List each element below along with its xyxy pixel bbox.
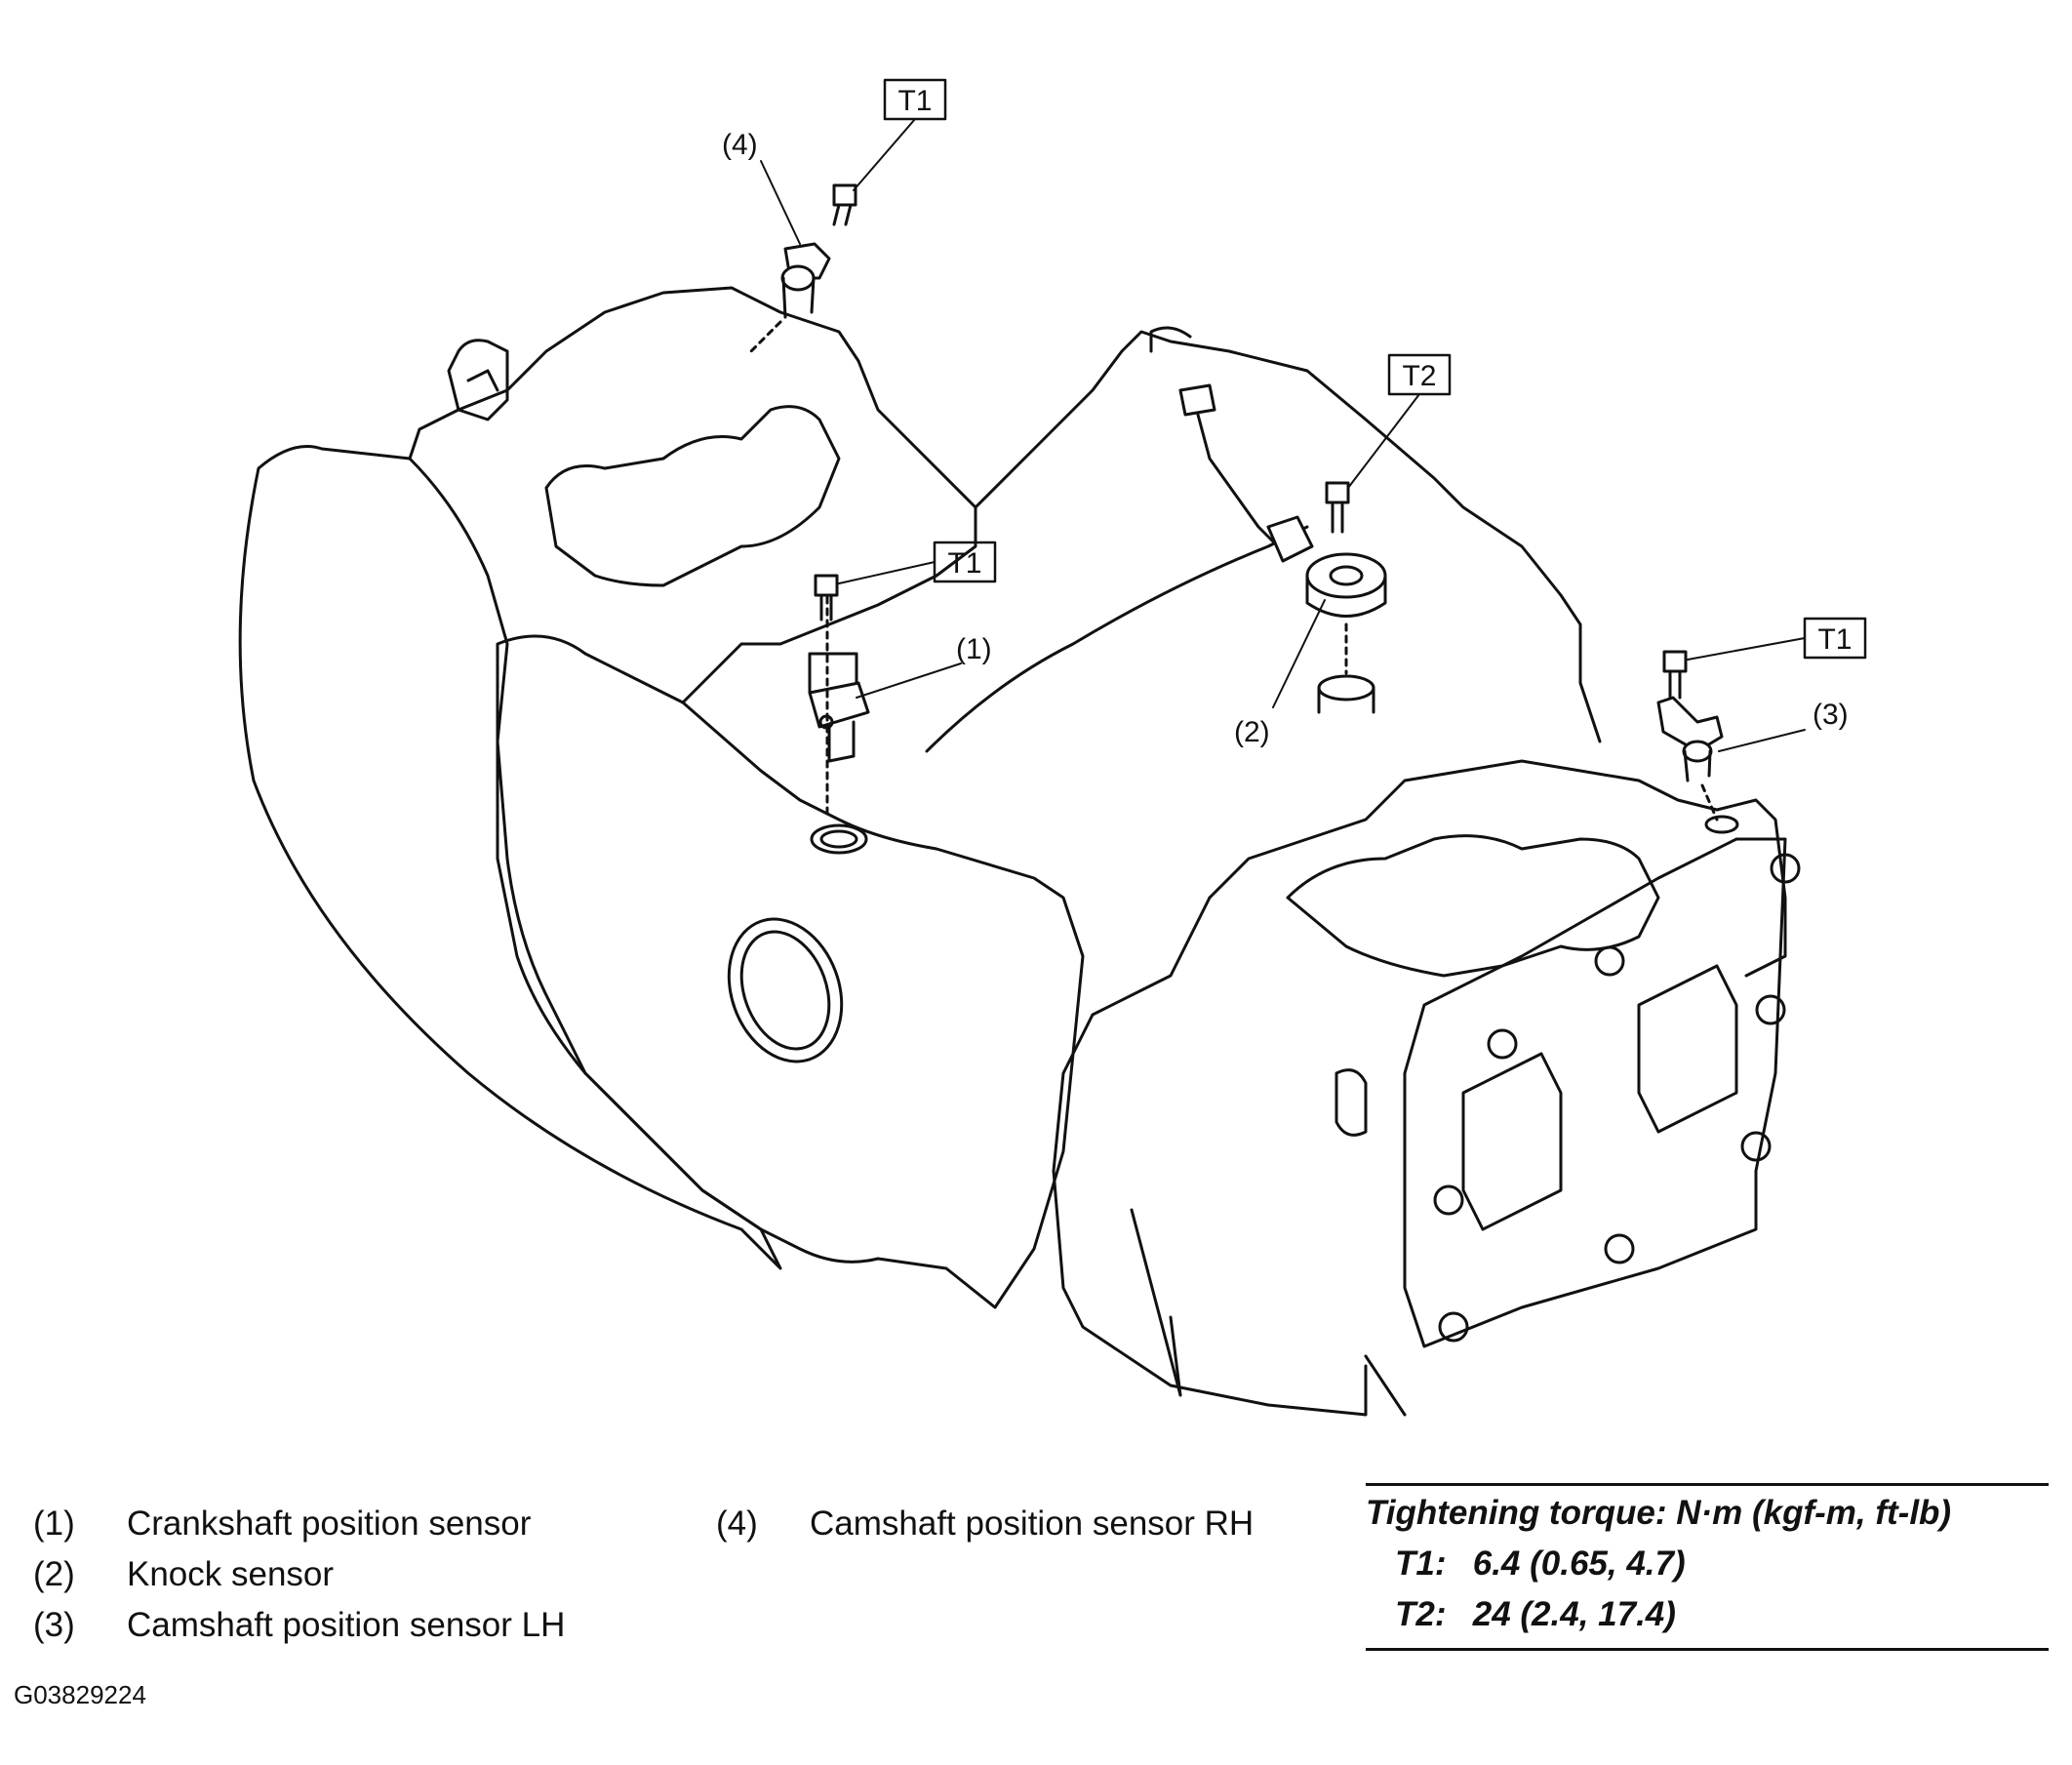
torque-bottom-rule: [1366, 1648, 2049, 1651]
legend-item-2: (2) Knock sensor: [33, 1555, 334, 1594]
engine-sensor-diagram: T1 T1 T2 T1 (4) (1) (2) (3): [238, 78, 1867, 1417]
callout-2: (2): [1234, 716, 1270, 748]
rear-plate-bolts: [1433, 853, 1801, 1343]
engine-valley: [974, 330, 1602, 743]
legend-item-1: (1) Crankshaft position sensor: [33, 1504, 531, 1544]
torque-label: T1:: [1395, 1544, 1447, 1583]
camshaft-rh-sensor-part: [749, 183, 857, 353]
camshaft-lh-sensor-part: [1656, 650, 1739, 834]
t1-mid-label: T1: [947, 547, 981, 580]
torque-row-t2: T2: 24 (2.4, 17.4): [1366, 1595, 2049, 1634]
legend-num: (2): [33, 1555, 75, 1593]
rear-plate: [1403, 837, 1787, 1348]
callout-3: (3): [1813, 699, 1849, 731]
legend-label: Camshaft position sensor RH: [810, 1504, 1255, 1543]
t1-top-label: T1: [897, 85, 932, 117]
legend-item-3: (3) Camshaft position sensor LH: [33, 1606, 565, 1645]
engine-block-left: [496, 634, 1085, 1309]
t1-right-label: T1: [1817, 623, 1852, 656]
legend-num: (1): [33, 1504, 75, 1543]
torque-label: T2:: [1395, 1595, 1447, 1633]
cylinder-head-right: [1208, 759, 1787, 978]
torque-top-rule: [1366, 1483, 2049, 1486]
legend-num: (4): [716, 1504, 758, 1543]
torque-heading: Tightening torque: N·m (kgf-m, ft-lb): [1366, 1494, 1952, 1532]
knock-sensor-part: [1178, 383, 1387, 714]
cylinder-head-left: [408, 286, 977, 704]
torque-spec: Tightening torque: N·m (kgf-m, ft-lb) T1…: [1366, 1483, 2049, 1651]
crankshaft-sensor-part: [808, 583, 870, 855]
legend-label: Camshaft position sensor LH: [127, 1606, 566, 1644]
legend-num: (3): [33, 1606, 75, 1644]
figure-id: G03829224: [14, 1680, 146, 1709]
callout-1: (1): [956, 633, 992, 665]
leader-lines: [760, 118, 1806, 752]
torque-row-t1: T1: 6.4 (0.65, 4.7): [1366, 1544, 2049, 1584]
t1-mid-bolt: [814, 574, 839, 622]
timing-cover-right: [1052, 896, 1368, 1417]
t2-label: T2: [1402, 360, 1436, 392]
timing-cover-left: [238, 445, 782, 1270]
crank-bore: [727, 917, 844, 1063]
callout-4: (4): [722, 129, 758, 161]
legend-label: Knock sensor: [127, 1555, 335, 1593]
legend-item-4: (4) Camshaft position sensor RH: [716, 1504, 1254, 1544]
torque-value: 6.4 (0.65, 4.7): [1472, 1544, 1686, 1583]
torque-value: 24 (2.4, 17.4): [1472, 1595, 1676, 1633]
legend-label: Crankshaft position sensor: [127, 1504, 532, 1543]
